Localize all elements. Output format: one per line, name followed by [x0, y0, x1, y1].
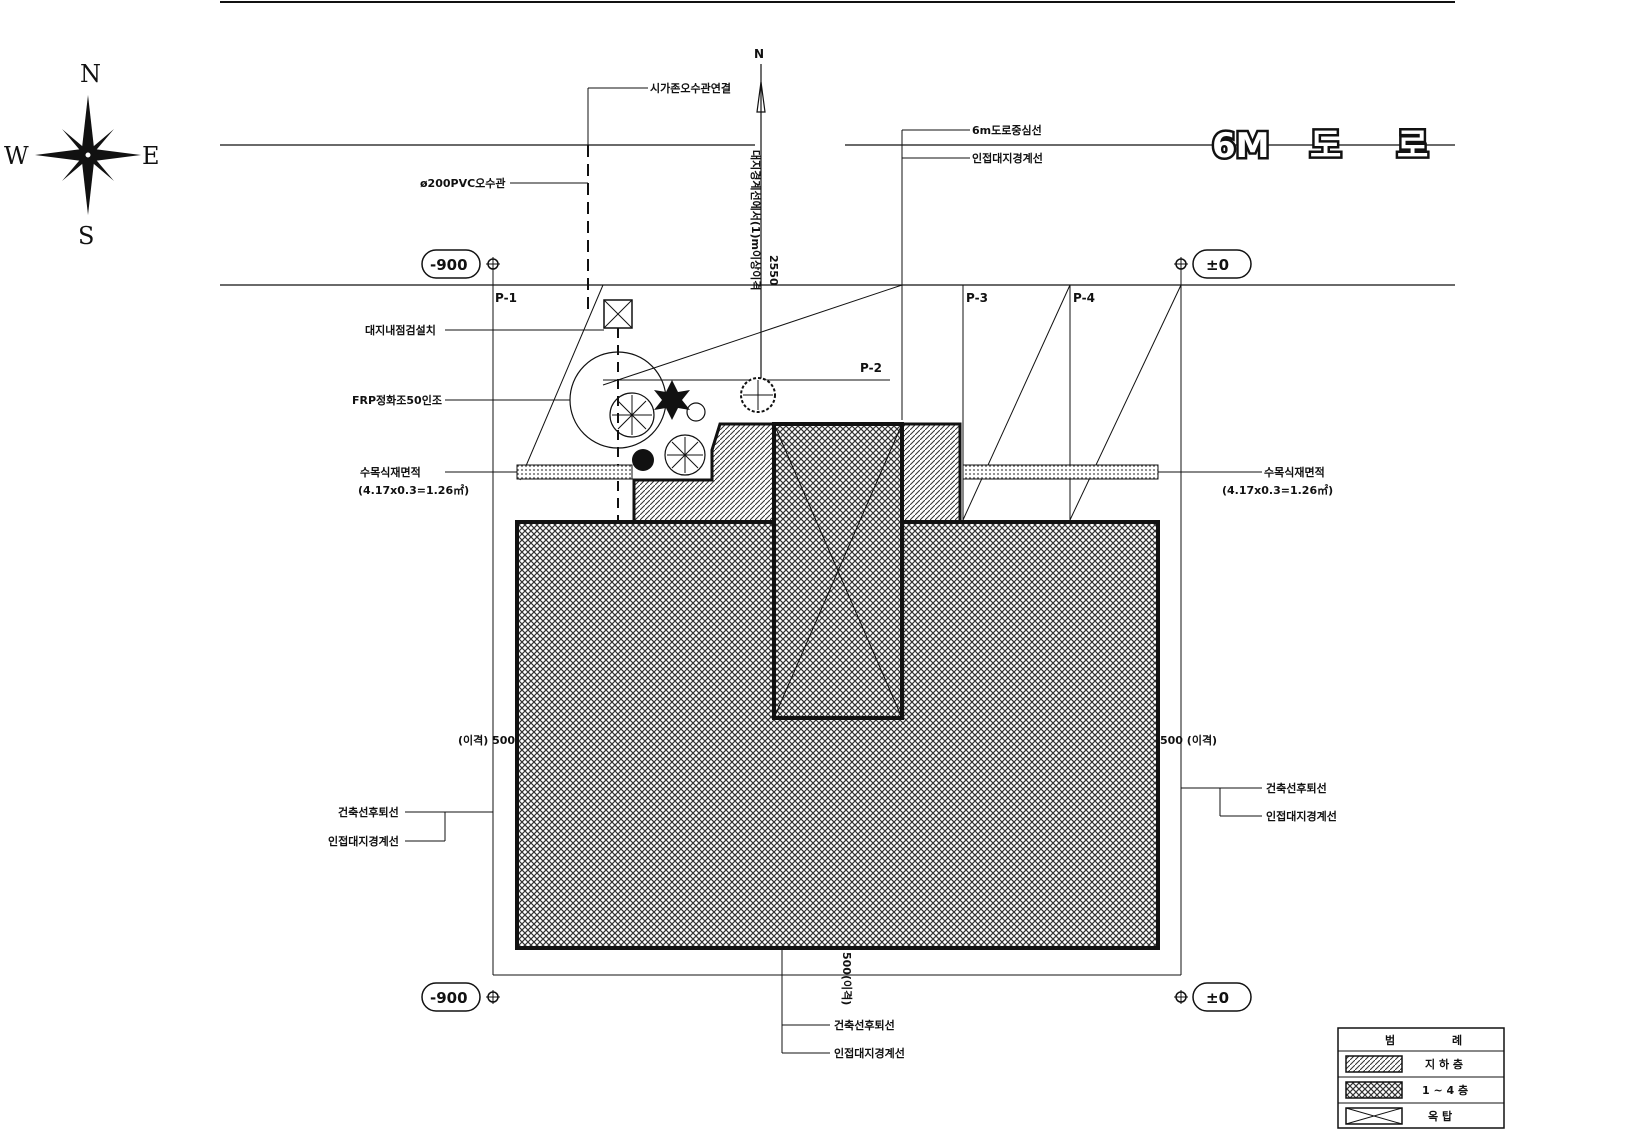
- bottom-line-1-label: 건축선후퇴선: [834, 1018, 895, 1032]
- parking-p3-diagonal: [962, 284, 1071, 521]
- level-nw-label: -900: [430, 256, 468, 274]
- level-marker-se: [1174, 982, 1252, 1012]
- parking-p4-label: P-4: [1073, 291, 1095, 305]
- shrub-icon: [686, 402, 706, 422]
- compass-west-label: W: [4, 142, 29, 170]
- legend-title-1: 범: [1385, 1033, 1395, 1047]
- rain-right-calc: (4.17x0.3=1.26㎡): [1222, 483, 1333, 497]
- level-se-label: ±0: [1206, 989, 1229, 1007]
- legend-row-floors: 1 ~ 4 층: [1422, 1083, 1468, 1097]
- rain-right-label: 수목식재면적: [1264, 465, 1325, 479]
- setback-left-label: (이격) 500: [458, 733, 515, 747]
- road-width-label: 6M: [1212, 126, 1270, 166]
- dim-bottom-label: 500(이격): [840, 952, 854, 1005]
- parking-p1-diagonal: [519, 284, 604, 481]
- rain-left-calc: (4.17x0.3=1.26㎡): [358, 483, 469, 497]
- level-marker-nw: [421, 249, 500, 279]
- level-ne-label: ±0: [1206, 256, 1229, 274]
- basement-area-east: [900, 422, 962, 524]
- road-name-char-2: 로: [1397, 126, 1428, 166]
- road-name-char-1: 도: [1310, 126, 1341, 166]
- left-line-2-label: 인접대지경계선: [328, 834, 399, 848]
- level-marker-ne: [1174, 249, 1252, 279]
- dim-2550-label: 2550: [767, 255, 780, 286]
- right-line-2-label: 인접대지경계선: [1266, 809, 1337, 823]
- legend: [1337, 1027, 1505, 1129]
- compass-north-label: N: [80, 60, 101, 88]
- north-arrow-icon: [756, 81, 766, 113]
- parking-p3-label: P-3: [966, 291, 988, 305]
- existing-pipe-label: 시가존오수관연결: [650, 81, 731, 95]
- shrub-icon: [654, 380, 690, 420]
- right-line-1-label: 건축선후퇴선: [1266, 781, 1327, 795]
- legend-title-2: 례: [1452, 1033, 1462, 1047]
- tree-icon: [664, 434, 706, 476]
- parking-p2-label: P-2: [860, 361, 882, 375]
- setback-right-label: 500 (이격): [1160, 733, 1217, 747]
- rain-left-label: 수목식재면적: [360, 465, 421, 479]
- landscape-strip-right: [962, 464, 1159, 480]
- parking-p4-diagonal: [1069, 284, 1182, 521]
- pvc-pipe-label: ø200PVC오수관: [420, 176, 506, 190]
- legend-swatch-basement: [1345, 1055, 1403, 1073]
- bottom-line-2-label: 인접대지경계선: [834, 1046, 905, 1060]
- compass-rose-icon: [35, 95, 141, 215]
- parking-p2-line: [602, 284, 903, 386]
- level-sw-label: -900: [430, 989, 468, 1007]
- rooftop-x-2: [773, 423, 903, 719]
- legend-row-basement: 지 하 층: [1425, 1057, 1463, 1071]
- dim-vertical-label: 대지경계선에서(1)m이상이격: [749, 150, 763, 291]
- left-line-1-label: 건축선후퇴선: [338, 805, 399, 819]
- compass-east-label: E: [142, 142, 160, 170]
- landscape-strip-left: [516, 464, 633, 480]
- legend-row-rooftop: 옥 탑: [1428, 1110, 1452, 1123]
- level-marker-sw: [421, 982, 500, 1012]
- tree-icon: [740, 377, 776, 413]
- north-arrow-label: N: [754, 47, 764, 61]
- legend-swatch-floors: [1345, 1081, 1403, 1099]
- boundary-top-label: 인접대지경계선: [972, 151, 1043, 165]
- septic-label: FRP정화조50인조: [352, 393, 442, 407]
- shrub-icon: [632, 449, 654, 471]
- hand-hole-label: 대지내점검설치: [365, 323, 436, 337]
- compass-south-label: S: [78, 222, 94, 250]
- parking-p1-label: P-1: [495, 291, 517, 305]
- road-center-label: 6m도로중심선: [972, 123, 1042, 137]
- tree-icon: [609, 392, 655, 438]
- basement-area-west: [632, 422, 776, 524]
